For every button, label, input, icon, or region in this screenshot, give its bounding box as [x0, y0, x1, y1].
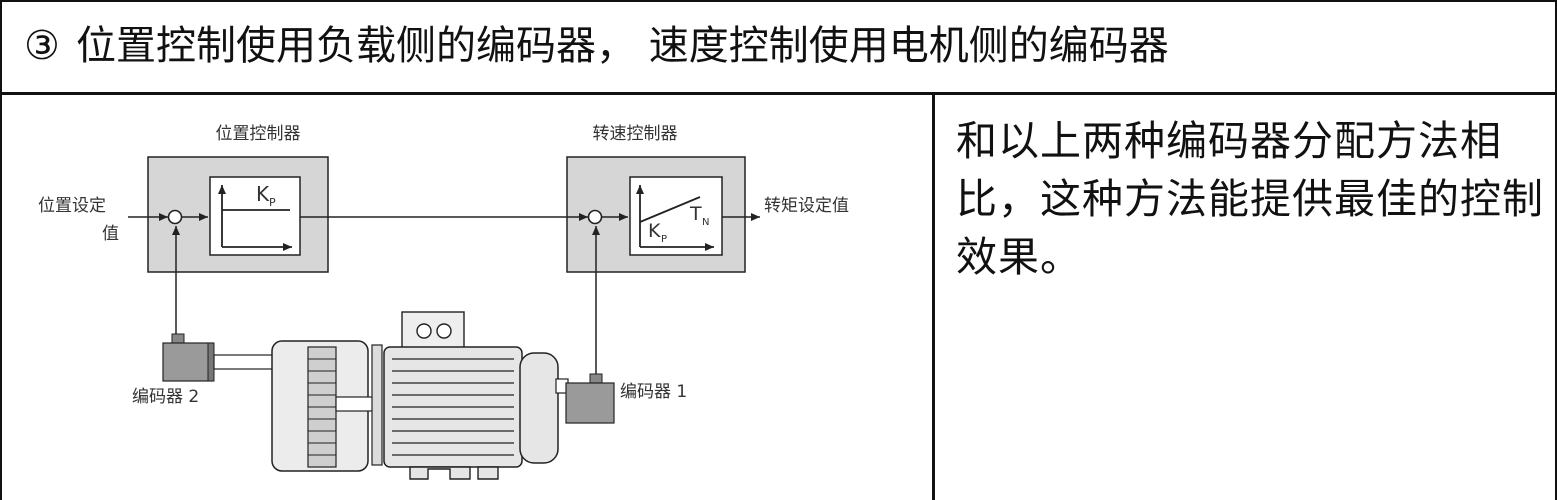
- motor-terminal-box: [401, 311, 465, 351]
- kp-label-1: K: [256, 182, 270, 206]
- summing-junction-2: [587, 209, 603, 225]
- encoder-2-label: 编码器 2: [132, 387, 199, 407]
- control-diagram: 位置控制器 K P 转速控制器 K P T N 位置设定 值 转矩设定值 编码器…: [38, 124, 849, 480]
- tn-label: T: [689, 203, 702, 225]
- kp-sub-2: P: [661, 234, 667, 245]
- pi-controller-block: [629, 176, 723, 256]
- position-setpoint-label: 位置设定: [38, 196, 106, 216]
- speed-controller-label: 转速控制器: [593, 124, 678, 144]
- encoder-1-label: 编码器 1: [620, 382, 687, 402]
- position-setpoint-label-2: 值: [102, 224, 119, 244]
- position-controller-label: 位置控制器: [216, 124, 301, 144]
- kp-sub-1: P: [269, 196, 276, 209]
- tn-sub: N: [702, 217, 709, 228]
- item-number: ③: [24, 23, 60, 69]
- header-row: ③ 位置控制使用负载侧的编码器， 速度控制使用电机侧的编码器: [0, 0, 1557, 95]
- summing-junction-1: [167, 209, 183, 225]
- description-text: 和以上两种编码器分配方法相比，这种方法能提供最佳的控制效果。: [956, 117, 1544, 281]
- p-controller-block: [209, 176, 301, 256]
- encoder-2-body: [162, 342, 214, 382]
- column-divider: [932, 95, 935, 500]
- header-title: ③ 位置控制使用负载侧的编码器， 速度控制使用电机侧的编码器: [24, 18, 1169, 74]
- kp-label-2: K: [648, 220, 661, 242]
- title-text: 位置控制使用负载侧的编码器， 速度控制使用电机侧的编码器: [76, 23, 1169, 69]
- encoder-1-body: [565, 382, 615, 424]
- torque-setpoint-label: 转矩设定值: [764, 196, 849, 216]
